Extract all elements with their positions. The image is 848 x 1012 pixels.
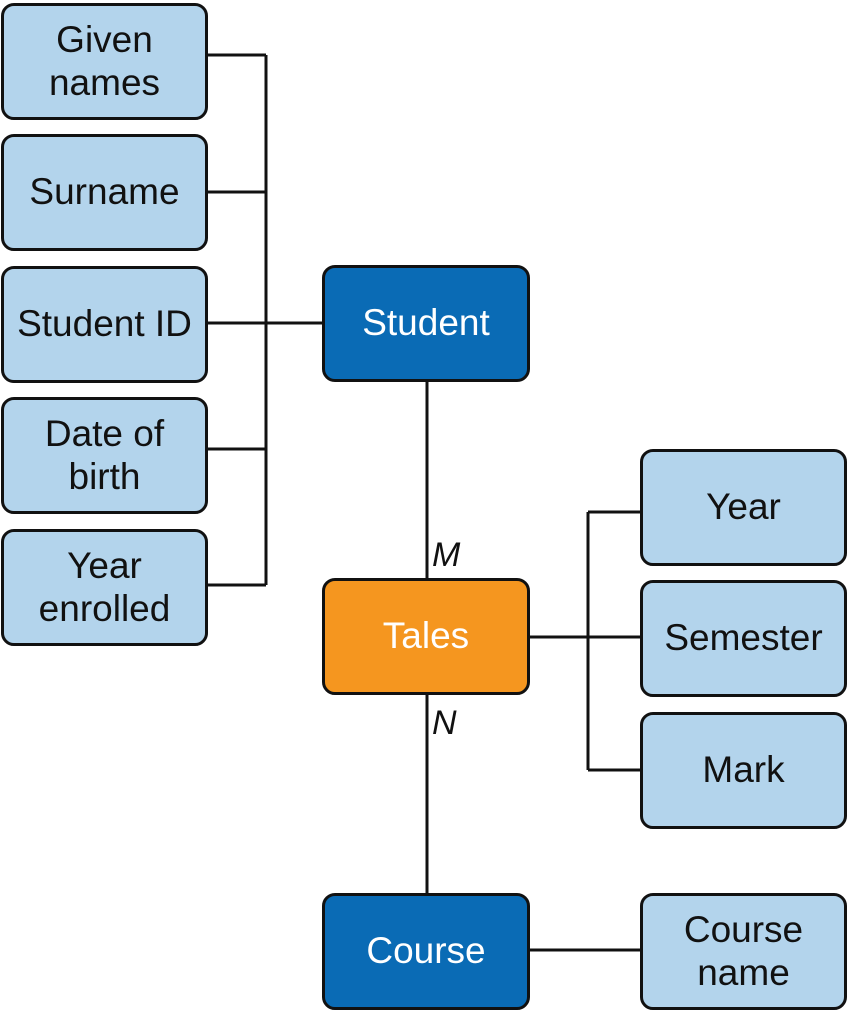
attribute-label: Surname xyxy=(29,171,180,213)
attribute-semester: Semester xyxy=(640,580,847,697)
attribute-label: Year enrolled xyxy=(38,544,171,629)
attribute-label: Semester xyxy=(664,617,823,659)
entity-label: Course xyxy=(366,930,486,972)
attribute-label: Year xyxy=(706,486,781,528)
entity-student: Student xyxy=(322,265,530,382)
attribute-mark: Mark xyxy=(640,712,847,829)
attribute-label: Given names xyxy=(48,18,161,103)
attribute-label: Date of birth xyxy=(44,412,165,497)
attribute-year-enrolled: Year enrolled xyxy=(1,529,208,646)
attribute-label: Mark xyxy=(702,749,785,791)
attribute-year: Year xyxy=(640,449,847,566)
attribute-label: Course name xyxy=(683,908,804,993)
entity-course: Course xyxy=(322,893,530,1010)
entity-label: Student xyxy=(362,302,490,344)
attribute-surname: Surname xyxy=(1,134,208,251)
cardinality-n: N xyxy=(432,704,457,742)
cardinality-m: M xyxy=(432,536,461,574)
attribute-label: Student ID xyxy=(17,303,192,345)
relationship-label: Tales xyxy=(382,615,470,657)
attribute-date-of-birth: Date of birth xyxy=(1,397,208,514)
attribute-given-names: Given names xyxy=(1,3,208,120)
attribute-course-name: Course name xyxy=(640,893,847,1010)
attribute-student-id: Student ID xyxy=(1,266,208,383)
relationship-tales: Tales xyxy=(322,578,530,695)
